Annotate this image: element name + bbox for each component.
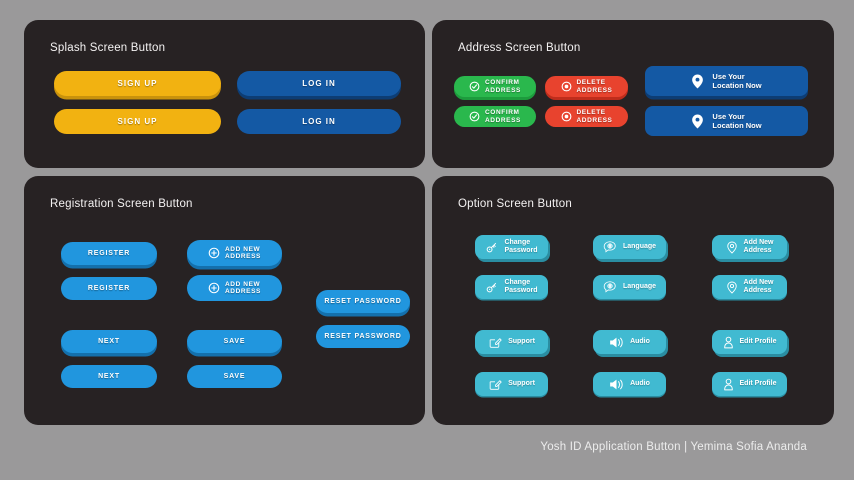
- splash-screen-panel: Splash Screen Button SIGN UP LOG IN SIGN…: [24, 20, 425, 168]
- audio-button[interactable]: Audio: [593, 330, 666, 354]
- button-label: Audio: [630, 338, 650, 345]
- panel-title: Option Screen Button: [458, 198, 572, 210]
- button-label: Support: [508, 338, 535, 345]
- next-button[interactable]: NEXT: [61, 365, 157, 388]
- panel-title: Registration Screen Button: [50, 198, 193, 210]
- check-circle-icon: [469, 111, 480, 122]
- support-button[interactable]: Support: [475, 372, 548, 396]
- button-label: RESET PASSWORD: [324, 298, 402, 305]
- button-label: Edit Profile: [739, 338, 777, 345]
- button-label: LOG IN: [302, 117, 336, 126]
- button-label: NEXT: [98, 373, 120, 380]
- sign-up-button[interactable]: SIGN UP: [54, 109, 221, 134]
- plus-circle-icon: [208, 247, 220, 259]
- plus-circle-icon: [208, 282, 220, 294]
- reset-password-button[interactable]: RESET PASSWORD: [316, 325, 410, 348]
- key-icon: [485, 241, 498, 254]
- edit-box-icon: [488, 336, 502, 349]
- support-button[interactable]: Support: [475, 330, 548, 354]
- panel-title: Address Screen Button: [458, 42, 581, 54]
- button-label: NEXT: [98, 338, 120, 345]
- button-label: Edit Profile: [739, 380, 777, 387]
- key-icon: [485, 281, 498, 294]
- save-button[interactable]: SAVE: [187, 330, 282, 353]
- person-icon: [723, 336, 734, 349]
- button-label: SIGN UP: [117, 117, 158, 126]
- speaker-icon: [609, 336, 624, 349]
- button-label: SAVE: [223, 373, 246, 380]
- reset-password-button[interactable]: RESET PASSWORD: [316, 290, 410, 313]
- button-label: Language: [622, 243, 657, 250]
- button-label: REGISTER: [87, 285, 131, 292]
- button-label: LOG IN: [302, 79, 336, 88]
- register-button[interactable]: REGISTER: [61, 242, 157, 265]
- save-button[interactable]: SAVE: [187, 365, 282, 388]
- globe-chat-icon: [603, 240, 617, 254]
- button-label: Language: [622, 283, 657, 290]
- map-pin-icon: [691, 74, 704, 89]
- credit-text: Yosh ID Application Button | Yemima Sofi…: [540, 441, 807, 453]
- panel-title: Splash Screen Button: [50, 42, 166, 54]
- record-circle-icon: [561, 111, 572, 122]
- button-label: Support: [508, 380, 535, 387]
- language-button[interactable]: Language: [593, 235, 666, 259]
- map-pin-outline-icon: [726, 241, 738, 254]
- record-circle-icon: [561, 81, 572, 92]
- next-button[interactable]: NEXT: [61, 330, 157, 353]
- speaker-icon: [609, 378, 624, 391]
- button-label: SAVE: [223, 338, 246, 345]
- log-in-button[interactable]: LOG IN: [237, 71, 401, 96]
- globe-chat-icon: [603, 280, 617, 294]
- button-label: SIGN UP: [117, 79, 158, 88]
- button-label: RESET PASSWORD: [324, 333, 402, 340]
- check-circle-icon: [469, 81, 480, 92]
- person-icon: [723, 378, 734, 391]
- register-button[interactable]: REGISTER: [61, 277, 157, 300]
- button-label: Audio: [630, 380, 650, 387]
- sign-up-button[interactable]: SIGN UP: [54, 71, 221, 96]
- edit-profile-button[interactable]: Edit Profile: [712, 372, 787, 396]
- button-label: REGISTER: [87, 250, 131, 257]
- registration-screen-panel: Registration Screen Button REGISTER ADD …: [24, 176, 425, 425]
- language-button[interactable]: Language: [593, 275, 666, 299]
- map-pin-outline-icon: [726, 281, 738, 294]
- log-in-button[interactable]: LOG IN: [237, 109, 401, 134]
- map-pin-icon: [691, 114, 704, 129]
- edit-profile-button[interactable]: Edit Profile: [712, 330, 787, 354]
- audio-button[interactable]: Audio: [593, 372, 666, 396]
- edit-box-icon: [488, 378, 502, 391]
